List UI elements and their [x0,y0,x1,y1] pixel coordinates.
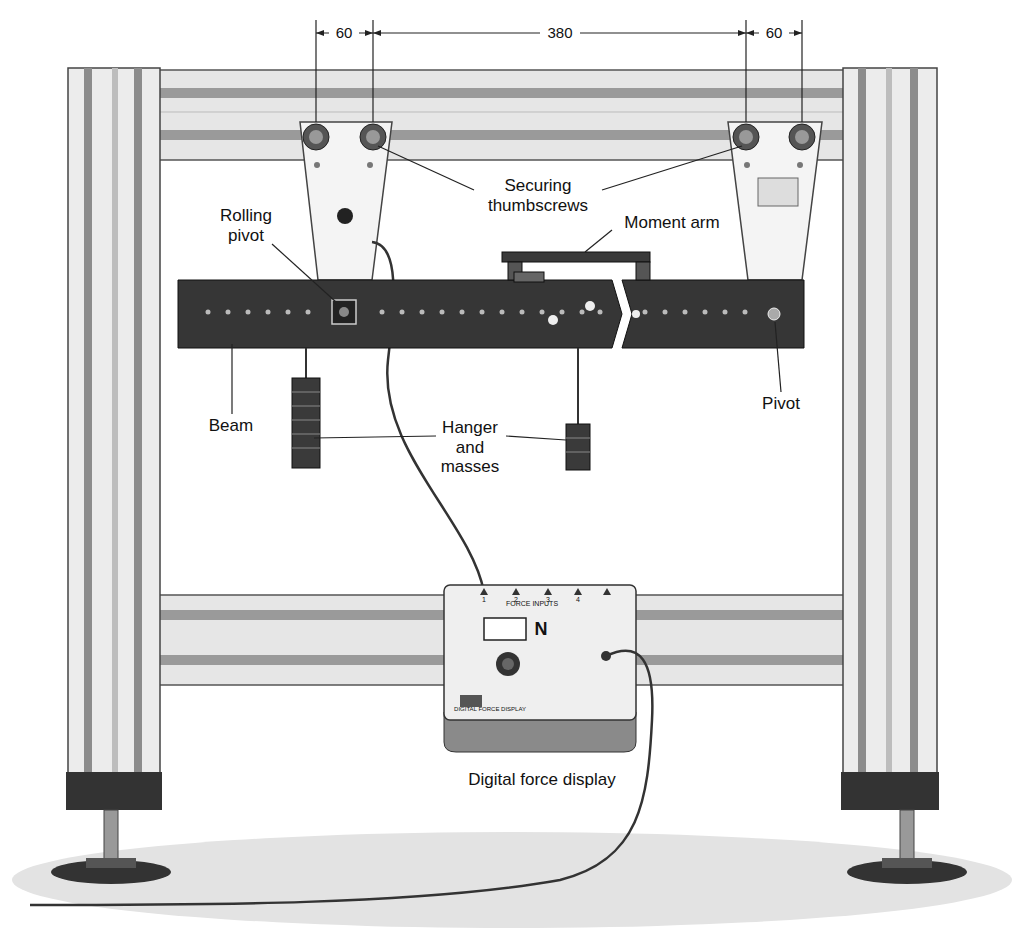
left-post [51,68,171,884]
panel-label: FORCE INPUTS [492,600,572,608]
dimension-value: 60 [329,24,359,41]
part-label: Moment arm [612,213,732,233]
panel-label: DIGITAL FORCE DISPLAY [435,706,545,713]
hanger-masses [292,348,590,470]
part-label: Pivot [751,394,811,414]
part-label: Digital force display [442,770,642,790]
part-label: Beam [201,416,261,436]
digital-force-display [444,585,636,752]
dimension-value: 380 [540,24,580,41]
part-label: Hanger and masses [432,418,508,477]
leader-lines [232,146,781,440]
display-unit-label: N [531,619,551,640]
input-number: 1 [479,596,489,604]
top-rail [150,70,850,160]
dimension-value: 60 [759,24,789,41]
beam [178,280,804,348]
moment-arm [502,252,650,282]
right-post [841,68,967,884]
dimension-lines [316,20,802,122]
input-number: 3 [543,596,553,604]
part-label: Rolling pivot [206,206,286,245]
input-number: 4 [573,596,583,604]
part-label: Securing thumbscrews [473,176,603,215]
pivot-plate [728,122,822,280]
floor-shadow [12,832,1012,928]
power-cable [30,651,652,905]
input-number: 2 [511,596,521,604]
